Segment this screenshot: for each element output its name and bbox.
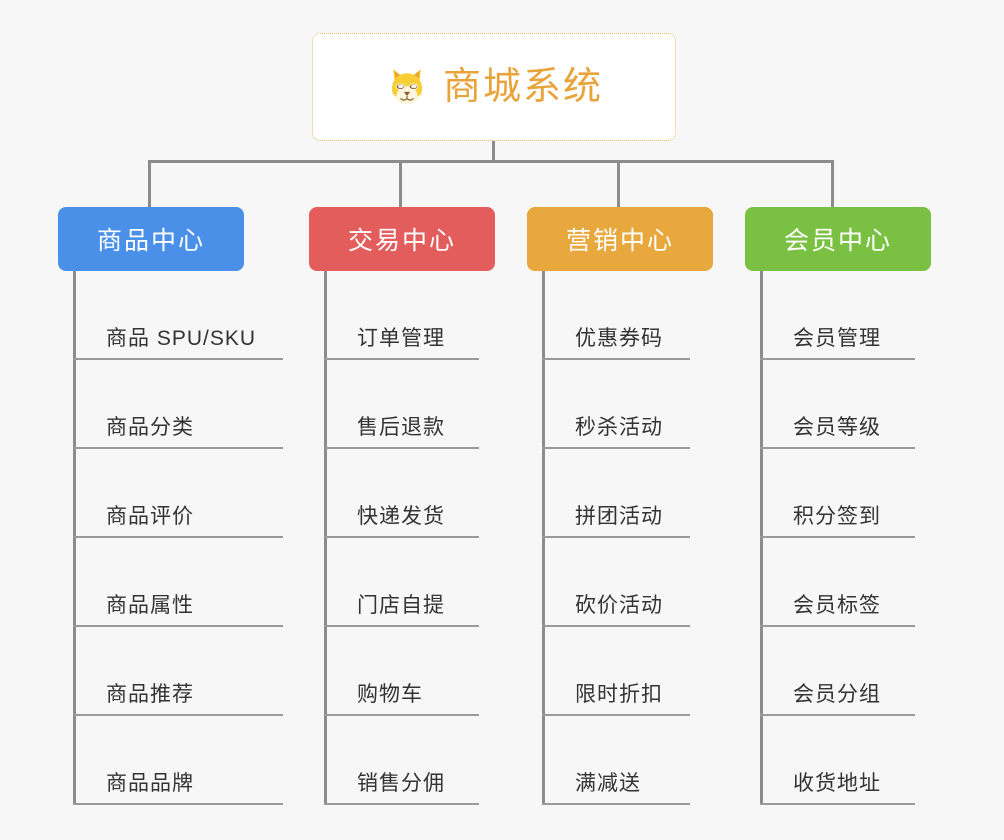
leaf-item-label: 收货地址 — [793, 772, 881, 795]
leaf-item[interactable]: 收货地址 — [760, 716, 915, 805]
leaf-item-underline — [324, 536, 479, 538]
leaf-item-label: 订单管理 — [357, 327, 445, 350]
connector-drop-交易中心 — [399, 160, 402, 207]
leaf-item-underline — [760, 358, 915, 360]
leaf-item-underline — [324, 447, 479, 449]
branch-box-会员中心[interactable]: 会员中心 — [745, 207, 931, 271]
leaf-item-label: 商品推荐 — [106, 683, 194, 706]
leaf-item[interactable]: 订单管理 — [324, 271, 479, 360]
branch-label-营销中心: 营销中心 — [565, 227, 674, 255]
leaf-item-underline — [324, 714, 479, 716]
leaf-item[interactable]: 限时折扣 — [542, 627, 690, 716]
leaf-item[interactable]: 拼团活动 — [542, 449, 690, 538]
leaf-item[interactable]: 会员标签 — [760, 538, 915, 627]
leaf-item-underline — [73, 803, 283, 805]
leaf-item[interactable]: 商品评价 — [73, 449, 283, 538]
leaf-item-underline — [760, 803, 915, 805]
leaf-item-label: 售后退款 — [357, 416, 445, 439]
leaf-item[interactable]: 商品分类 — [73, 360, 283, 449]
leaf-item-underline — [542, 625, 690, 627]
leaf-item-label: 会员标签 — [793, 594, 881, 617]
leaf-item-label: 门店自提 — [357, 594, 445, 617]
branch-label-商品中心: 商品中心 — [96, 227, 205, 255]
leaf-item[interactable]: 满减送 — [542, 716, 690, 805]
connector-root-stem — [492, 141, 495, 162]
leaf-item[interactable]: 优惠券码 — [542, 271, 690, 360]
leaf-item-label: 快递发货 — [357, 505, 445, 528]
leaf-item-label: 商品评价 — [106, 505, 194, 528]
branch-label-交易中心: 交易中心 — [347, 227, 456, 255]
leaf-item[interactable]: 门店自提 — [324, 538, 479, 627]
leaf-item-underline — [542, 358, 690, 360]
leaf-item-label: 会员等级 — [793, 416, 881, 439]
connector-drop-营销中心 — [617, 160, 620, 207]
leaf-item-underline — [73, 447, 283, 449]
leaf-item-underline — [73, 358, 283, 360]
leaf-item[interactable]: 积分签到 — [760, 449, 915, 538]
branch-box-商品中心[interactable]: 商品中心 — [58, 207, 244, 271]
leaf-item-label: 优惠券码 — [575, 327, 663, 350]
leaf-item-underline — [73, 714, 283, 716]
leaf-spine — [73, 271, 76, 805]
root-node-商城系统[interactable]: 商城系统 — [312, 33, 676, 141]
leaf-item-label: 商品属性 — [106, 594, 194, 617]
leaf-item-underline — [760, 536, 915, 538]
leaf-item-label: 商品分类 — [106, 416, 194, 439]
leaf-item[interactable]: 商品 SPU/SKU — [73, 271, 283, 360]
leaf-item-label: 商品品牌 — [106, 772, 194, 795]
leaf-item[interactable]: 快递发货 — [324, 449, 479, 538]
branch-label-会员中心: 会员中心 — [783, 227, 892, 255]
connector-drop-会员中心 — [831, 160, 834, 207]
leaf-item-label: 秒杀活动 — [575, 416, 663, 439]
leaf-item-underline — [542, 536, 690, 538]
leaf-item[interactable]: 砍价活动 — [542, 538, 690, 627]
leaf-item-label: 购物车 — [357, 683, 423, 706]
leaf-item-label: 销售分佣 — [357, 772, 445, 795]
leaf-spine — [324, 271, 327, 805]
leaf-item-underline — [324, 803, 479, 805]
leaf-item-label: 会员分组 — [793, 683, 881, 706]
leaf-item-label: 会员管理 — [793, 327, 881, 350]
leaf-item[interactable]: 商品品牌 — [73, 716, 283, 805]
leaf-spine — [760, 271, 763, 805]
leaf-item[interactable]: 商品推荐 — [73, 627, 283, 716]
leaf-item-underline — [542, 714, 690, 716]
leaf-spine — [542, 271, 545, 805]
leaf-item-underline — [760, 714, 915, 716]
leaf-item-label: 商品 SPU/SKU — [106, 327, 257, 350]
leaf-item-label: 限时折扣 — [575, 683, 663, 706]
connector-horizontal-bus — [148, 160, 834, 163]
leaf-item-label: 满减送 — [575, 772, 641, 795]
leaf-item-label: 拼团活动 — [575, 505, 663, 528]
leaf-item-underline — [542, 803, 690, 805]
leaf-item[interactable]: 销售分佣 — [324, 716, 479, 805]
leaf-item-label: 砍价活动 — [575, 594, 663, 617]
leaf-item[interactable]: 秒杀活动 — [542, 360, 690, 449]
leaf-item[interactable]: 售后退款 — [324, 360, 479, 449]
leaf-item-label: 积分签到 — [793, 505, 881, 528]
branch-box-营销中心[interactable]: 营销中心 — [527, 207, 713, 271]
leaf-item-underline — [324, 625, 479, 627]
leaf-item[interactable]: 商品属性 — [73, 538, 283, 627]
leaf-item-underline — [73, 536, 283, 538]
leaf-item-underline — [760, 447, 915, 449]
leaf-item[interactable]: 会员分组 — [760, 627, 915, 716]
root-node-label: 商城系统 — [442, 66, 603, 108]
leaf-item-underline — [542, 447, 690, 449]
shiba-dog-face-icon — [391, 69, 423, 105]
branch-box-交易中心[interactable]: 交易中心 — [309, 207, 495, 271]
leaf-item[interactable]: 购物车 — [324, 627, 479, 716]
leaf-item[interactable]: 会员管理 — [760, 271, 915, 360]
leaf-item-underline — [760, 625, 915, 627]
connector-drop-商品中心 — [148, 160, 151, 207]
leaf-item-underline — [73, 625, 283, 627]
leaf-item[interactable]: 会员等级 — [760, 360, 915, 449]
leaf-item-underline — [324, 358, 479, 360]
